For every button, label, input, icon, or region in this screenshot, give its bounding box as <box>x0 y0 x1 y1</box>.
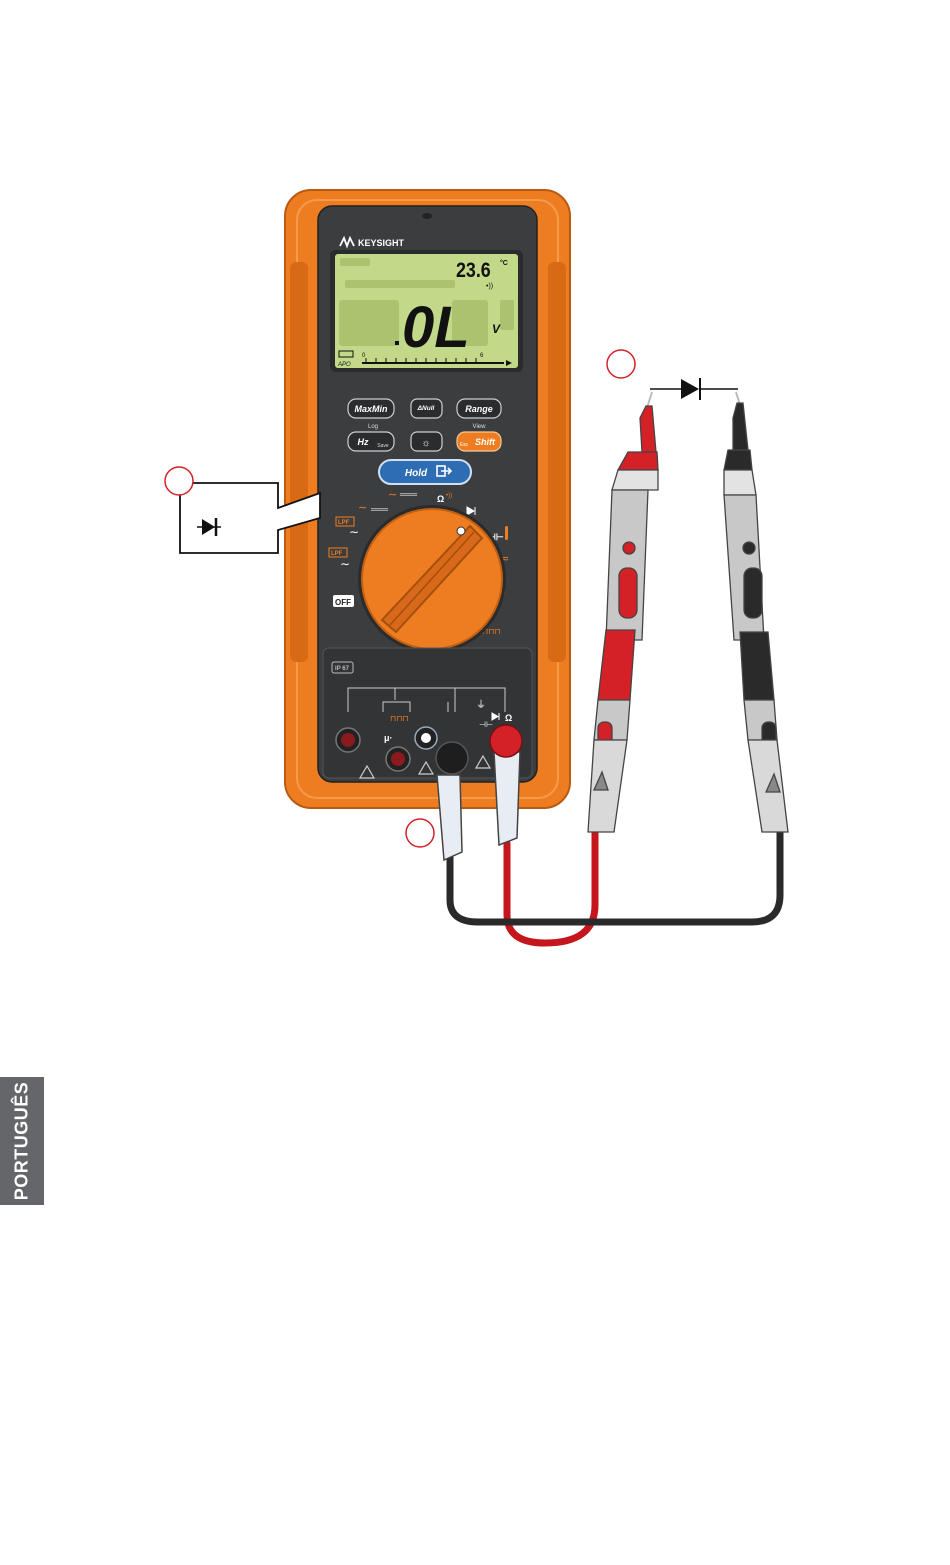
terminal-capacitor-icon: ⊣⊢ <box>479 720 493 729</box>
svg-text:Shift: Shift <box>475 437 496 447</box>
terminal-amps[interactable] <box>336 728 360 752</box>
step-marker-terminals <box>406 819 434 847</box>
range-button[interactable]: Range <box>457 399 501 418</box>
dial-label-ohm: Ω <box>437 494 444 504</box>
svg-text:Hold: Hold <box>405 468 428 479</box>
dial-thermometer-icon <box>505 526 508 540</box>
terminal-ground-icon: ⏚ <box>476 699 486 711</box>
terminal-label-mu: μ· <box>384 733 393 743</box>
rotary-pointer <box>457 527 465 535</box>
lcd-secondary-reading: 23.6 <box>456 259 491 283</box>
lcd-primary-unit: V <box>492 322 501 336</box>
lcd-primary-reading: 0L <box>402 295 470 360</box>
dial-label-dc-mv: ∼ <box>358 502 367 514</box>
svg-text:═══: ═══ <box>370 505 388 514</box>
multimeter: KEYSIGHT 23.6 °C •)) 0L V <box>285 190 570 808</box>
lcd-decimal-point <box>395 341 399 345</box>
lcd-secondary-unit: °C <box>500 259 508 267</box>
backlight-icon: ☼ <box>421 438 430 449</box>
terminal-label-ohm: Ω <box>505 713 512 723</box>
terminal-micro[interactable] <box>386 747 410 771</box>
brand-name: KEYSIGHT <box>358 238 405 248</box>
hold-button[interactable]: Hold <box>379 460 471 484</box>
rotary-switch[interactable] <box>358 505 506 653</box>
svg-text:Hz: Hz <box>358 437 369 447</box>
svg-text:ΔNull: ΔNull <box>417 405 435 412</box>
language-label: PORTUGUÊS <box>12 1082 33 1201</box>
view-label: View <box>473 424 487 430</box>
dial-label-lpf-1: LPF <box>338 520 350 526</box>
esc-label: Esc <box>460 442 469 448</box>
hz-button[interactable]: Hz Save <box>348 432 394 451</box>
step-marker-diode <box>607 350 635 378</box>
svg-text:∼: ∼ <box>340 557 350 571</box>
svg-text:∼: ∼ <box>349 525 359 539</box>
lcd-beep-icon: •)) <box>486 283 493 290</box>
null-button[interactable]: ΔNull <box>411 399 442 418</box>
svg-text:═══: ═══ <box>399 490 417 499</box>
ip-rating-label: IP 67 <box>335 666 350 672</box>
dial-label-acdc-v: ∼ <box>388 489 397 501</box>
diode-under-test <box>650 378 738 400</box>
black-probe <box>724 392 788 832</box>
svg-text:Range: Range <box>465 404 493 414</box>
dial-label-off: OFF <box>335 598 351 607</box>
shift-button[interactable]: Esc Shift <box>457 432 501 451</box>
red-probe <box>588 392 658 832</box>
log-label: Log <box>368 424 378 430</box>
maxmin-button[interactable]: MaxMin <box>348 399 394 418</box>
svg-text:MaxMin: MaxMin <box>354 404 388 414</box>
svg-text:•)): •)) <box>446 493 452 499</box>
terminal-com[interactable] <box>415 727 437 749</box>
backlight-button[interactable]: ☼ <box>411 432 442 451</box>
save-label: Save <box>377 443 389 449</box>
terminal-square-wave: ⊓⊓⊓ <box>390 714 409 723</box>
language-tab: PORTUGUÊS <box>0 1077 44 1205</box>
lcd-apo-text: APO <box>337 362 351 368</box>
step-marker-dial <box>165 467 193 495</box>
